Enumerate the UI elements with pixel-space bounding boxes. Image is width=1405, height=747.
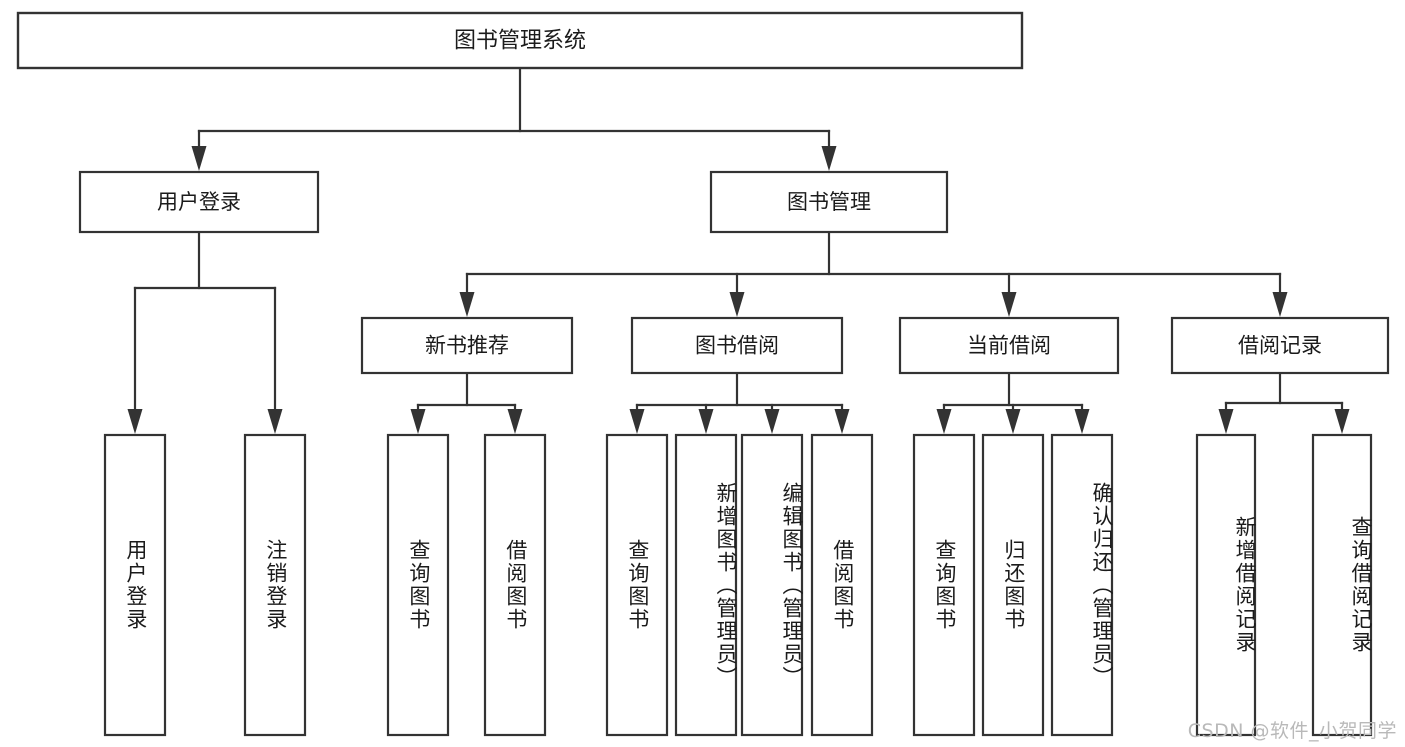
node-leaf-query-book-c[interactable] xyxy=(914,435,974,735)
arrow-head-icon xyxy=(764,409,780,434)
node-leaf-edit-book[interactable] xyxy=(742,435,802,735)
node-leaf-borrow-book-rec[interactable] xyxy=(485,435,545,735)
node-label-root: 图书管理系统 xyxy=(454,29,586,54)
node-box-new-book-rec[interactable] xyxy=(360,316,574,375)
node-box-leaf-borrow-book-b[interactable] xyxy=(810,433,874,737)
node-box-leaf-add-record[interactable] xyxy=(1195,433,1257,737)
node-box-leaf-confirm-return[interactable] xyxy=(1050,433,1114,737)
node-box-leaf-query-record[interactable] xyxy=(1311,433,1373,737)
arrow-head-icon xyxy=(1334,409,1350,434)
node-box-book-borrow[interactable] xyxy=(630,316,844,375)
node-leaf-confirm-return[interactable] xyxy=(1052,435,1112,735)
node-box-leaf-user-login[interactable] xyxy=(103,433,167,737)
node-box-leaf-edit-book[interactable] xyxy=(740,433,804,737)
arrow-head-icon xyxy=(410,409,426,434)
arrow-head-icon xyxy=(698,409,714,434)
node-label-book-borrow: 图书借阅 xyxy=(695,334,779,358)
node-label-new-book-rec: 新书推荐 xyxy=(425,334,509,358)
node-box-leaf-return-book[interactable] xyxy=(981,433,1045,737)
arrow-head-icon xyxy=(821,146,837,171)
node-leaf-logout[interactable] xyxy=(245,435,305,735)
node-label-book-manage: 图书管理 xyxy=(787,190,871,214)
node-box-borrow-record[interactable] xyxy=(1170,316,1390,375)
node-leaf-return-book[interactable] xyxy=(983,435,1043,735)
arrow-head-icon xyxy=(459,292,475,317)
arrow-head-icon xyxy=(629,409,645,434)
arrow-head-icon xyxy=(267,409,283,434)
arrow-head-icon xyxy=(1218,409,1234,434)
connectors-layer xyxy=(127,66,1350,434)
node-box-leaf-logout[interactable] xyxy=(243,433,307,737)
node-box-root[interactable] xyxy=(16,11,1024,70)
node-label-user-login: 用户登录 xyxy=(157,190,241,214)
boxes-layer xyxy=(16,11,1390,737)
node-box-book-manage[interactable] xyxy=(709,170,949,234)
arrow-head-icon xyxy=(507,409,523,434)
arrow-head-icon xyxy=(1001,292,1017,317)
arrow-head-icon xyxy=(729,292,745,317)
arrow-head-icon xyxy=(1272,292,1288,317)
node-leaf-query-record[interactable] xyxy=(1313,435,1371,735)
node-box-current-borrow[interactable] xyxy=(898,316,1120,375)
node-label-current-borrow: 当前借阅 xyxy=(967,334,1051,358)
arrow-head-icon xyxy=(834,409,850,434)
node-leaf-query-book-rec[interactable] xyxy=(388,435,448,735)
arrow-head-icon xyxy=(1005,409,1021,434)
node-box-user-login[interactable] xyxy=(78,170,320,234)
node-leaf-query-book-b[interactable] xyxy=(607,435,667,735)
arrow-head-icon xyxy=(127,409,143,434)
arrow-head-icon xyxy=(1074,409,1090,434)
node-leaf-add-record[interactable] xyxy=(1197,435,1255,735)
node-box-leaf-query-book-b[interactable] xyxy=(605,433,669,737)
node-box-leaf-add-book[interactable] xyxy=(674,433,738,737)
node-box-leaf-query-book-c[interactable] xyxy=(912,433,976,737)
node-leaf-user-login[interactable] xyxy=(105,435,165,735)
node-box-leaf-borrow-book-rec[interactable] xyxy=(483,433,547,737)
node-leaf-borrow-book-b[interactable] xyxy=(812,435,872,735)
arrow-head-icon xyxy=(936,409,952,434)
node-label-borrow-record: 借阅记录 xyxy=(1238,334,1322,358)
node-box-leaf-query-book-rec[interactable] xyxy=(386,433,450,737)
node-leaf-add-book[interactable] xyxy=(676,435,736,735)
arrow-head-icon xyxy=(191,146,207,171)
watermark-text: CSDN @软件_小贺同学 xyxy=(1187,720,1397,742)
